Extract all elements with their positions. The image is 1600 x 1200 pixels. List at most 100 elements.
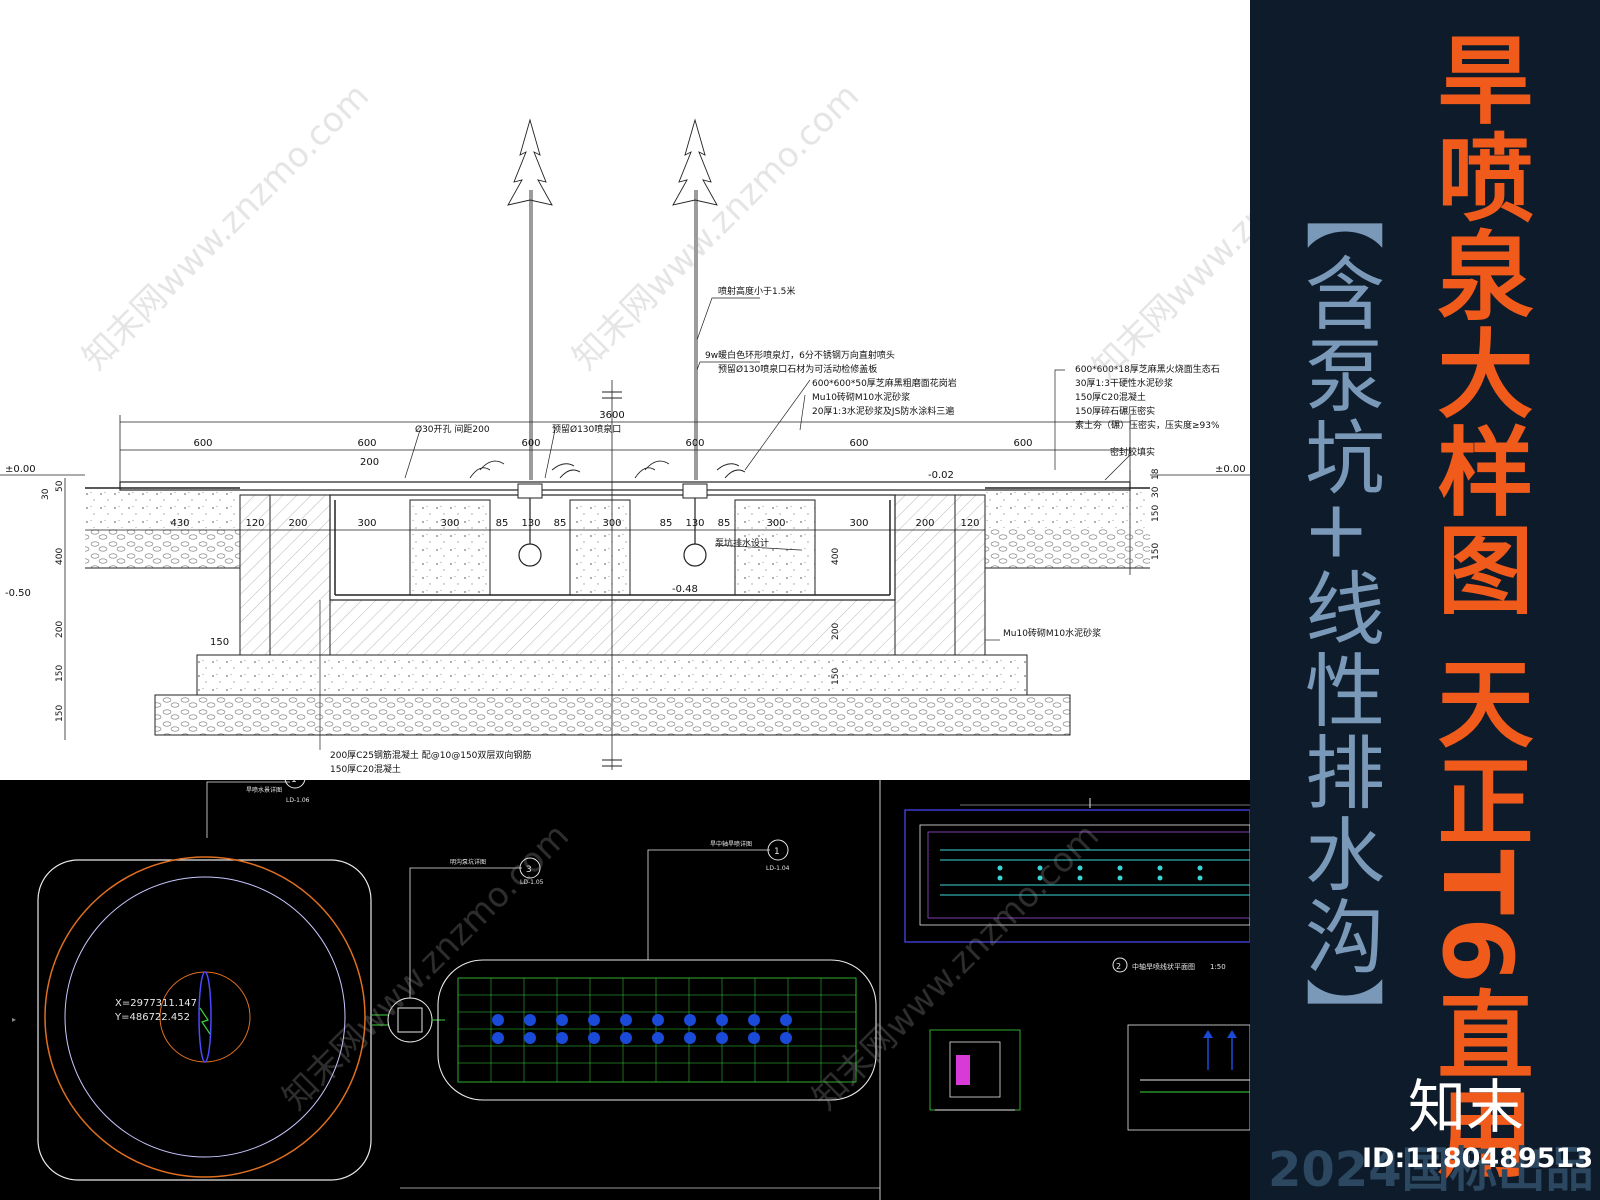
callout3-ref: LD-1.04 <box>766 865 790 872</box>
detail-plan-frame <box>904 809 1250 943</box>
callout2-ref: LD-1.05 <box>520 879 544 886</box>
callout1-text: 旱喷水景详图 <box>246 786 282 794</box>
dim-mid-6: 85 <box>496 518 509 529</box>
layer-gravel-left <box>85 490 240 528</box>
vdim-left-5: 150 <box>55 665 65 682</box>
sub-title: 【含泵坑+线性排水沟】 <box>1292 170 1385 1060</box>
paving-slab <box>119 481 1131 491</box>
dim-top-5: 600 <box>849 438 868 449</box>
dim-mid-4: 300 <box>357 518 376 529</box>
note-right-1: 600*600*18厚芝麻黑火烧面生态石 <box>1075 363 1220 375</box>
foundation-gravel <box>154 694 1071 736</box>
note-seal: 密封胶填实 <box>1110 446 1155 458</box>
note-right-3: 150厚C20混凝土 <box>1075 391 1146 403</box>
dim-mid-14: 300 <box>849 518 868 529</box>
note-bottom-1: 200厚C25钢筋混凝土 配@10@150双层双向钢筋 <box>330 749 531 761</box>
dim-top-6: 600 <box>1013 438 1032 449</box>
pool-outer-ring <box>44 856 366 1178</box>
small-section-2 <box>1127 1024 1250 1131</box>
pit-base-slab <box>329 599 896 656</box>
layer-stone-left <box>85 528 240 568</box>
dim-mid-13: 300 <box>766 518 785 529</box>
nozzle-left <box>517 483 543 567</box>
detail-scale: 1:50 <box>1210 963 1226 971</box>
note-bottom-2: 150厚C20混凝土 <box>330 763 401 775</box>
detail-plan-channels <box>940 849 1250 896</box>
coord-x: X=2977311.147 <box>115 998 197 1009</box>
dim-top-1: 600 <box>193 438 212 449</box>
dim-mid-9: 300 <box>602 518 621 529</box>
vdim-left-6: 150 <box>55 705 65 722</box>
level-side: -0.50 <box>5 588 31 599</box>
year-watermark: 2024国标出品 <box>1268 1142 1594 1198</box>
note-right-2: 30厚1:3干硬性水泥砂浆 <box>1075 377 1173 389</box>
note-granite: 600*600*50厚芝麻黑粗磨面花岗岩 <box>812 377 957 389</box>
nozzle-right <box>682 483 708 567</box>
level-left: ±0.00 <box>5 464 36 475</box>
vdim-right-3: 150 <box>1151 505 1161 522</box>
layer-gravel-right <box>985 490 1150 528</box>
vdim-right-7: 150 <box>831 668 841 685</box>
dim-mid-1: 430 <box>170 518 189 529</box>
dim-mid-11: 130 <box>685 518 704 529</box>
note-right-4: 150厚碎石碾压密实 <box>1075 405 1155 417</box>
dim-mid-8: 85 <box>554 518 567 529</box>
note-wall: Mu10砖砌M10水泥砂浆 <box>1003 627 1101 639</box>
pool-inner-ring <box>64 876 346 1158</box>
vdim-left-2: 50 <box>55 480 65 492</box>
small-section-1 <box>929 1029 1021 1111</box>
brand-logo: 知末 <box>1408 1073 1525 1141</box>
level-right: ±0.00 <box>1215 464 1246 475</box>
dim-200: 200 <box>360 457 379 468</box>
callout3-text: 旱中轴旱喷详图 <box>710 840 752 848</box>
detail-num-circle <box>1112 957 1128 973</box>
callout1-ref: LD-1.06 <box>286 797 310 804</box>
dim-mid-3: 200 <box>288 518 307 529</box>
plan-svg: X=2977311.147 Y=486722.452 ▸ 1 LD-1.06 旱… <box>12 780 1250 1200</box>
detail-label: 中轴旱喷线状平面图 <box>1132 962 1195 971</box>
vdim-left-4: 200 <box>55 621 65 638</box>
note-hole: Ø30开孔 间距200 <box>415 423 490 435</box>
section-drawing: 3600 600 600 600 600 600 600 430 120 200… <box>0 0 1250 780</box>
callout1-num: 1 <box>291 780 297 785</box>
section-svg: 3600 600 600 600 600 600 600 430 120 200… <box>0 118 1250 775</box>
level-grate: -0.02 <box>928 470 954 481</box>
note-brick: Mu10砖砌M10水泥砂浆 <box>812 391 910 403</box>
vdim-left-3: 400 <box>55 548 65 565</box>
dim-mid-2: 120 <box>245 518 264 529</box>
title-banner <box>1250 0 1600 1200</box>
vdim-right-4: 150 <box>1151 543 1161 560</box>
note-right-5: 素土夯（碾）压密实，压实度≥93% <box>1075 419 1220 431</box>
dim-150: 150 <box>210 637 229 648</box>
coord-y: Y=486722.452 <box>114 1012 190 1023</box>
fountain-grid <box>458 978 856 1082</box>
note-waterproof: 20厚1:3水泥砂浆及JS防水涂料三遍 <box>812 405 954 417</box>
inner-blocks <box>409 499 816 596</box>
main-title: 旱喷泉大样图 天正T6直用 <box>1421 30 1533 1182</box>
vdim-right-1: 18 <box>1151 468 1161 480</box>
dim-mid-5: 300 <box>440 518 459 529</box>
dim-mid-15: 200 <box>915 518 934 529</box>
fountain-nozzles <box>492 1014 792 1044</box>
water-jets <box>469 118 746 480</box>
note-drain: 泵坑排水设计 <box>715 537 769 549</box>
wall-left <box>239 494 271 656</box>
dim-top-2: 600 <box>357 438 376 449</box>
note-spray-height: 喷射高度小于1.5米 <box>718 285 795 297</box>
dim-top-4: 600 <box>685 438 704 449</box>
dim-mid-7: 130 <box>521 518 540 529</box>
round-pool-frame <box>37 859 372 1181</box>
note-lamp: 9w暖白色环形喷泉灯，6分不锈钢万向直射喷头 <box>705 349 895 361</box>
dim-top-3: 600 <box>521 438 540 449</box>
layer-stone-right <box>985 528 1150 568</box>
level-pit: -0.48 <box>672 584 698 595</box>
vdim-left-1: 30 <box>41 488 51 500</box>
dim-mid-16: 120 <box>960 518 979 529</box>
vdim-right-5: 400 <box>831 548 841 565</box>
dim-total: 3600 <box>599 410 624 421</box>
plan-drawing: X=2977311.147 Y=486722.452 ▸ 1 LD-1.06 旱… <box>0 780 1250 1200</box>
detail-num: 2 <box>1116 962 1121 971</box>
id-label: ID:1180489513 <box>1362 1143 1594 1174</box>
note-reserve: 预留Ø130喷泉口 <box>552 423 621 435</box>
linear-fountain-frame <box>437 959 877 1101</box>
